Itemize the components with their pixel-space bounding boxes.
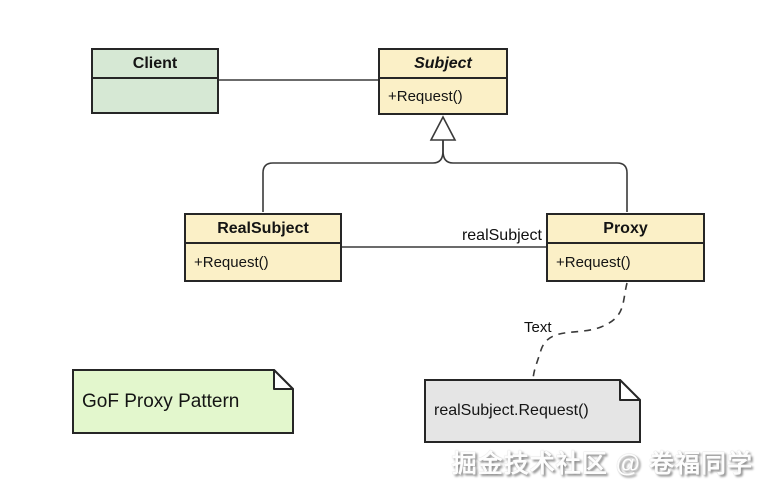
class-realsubject: RealSubject +Request() xyxy=(184,213,342,282)
class-proxy-method: +Request() xyxy=(556,253,631,271)
class-subject-title: Subject xyxy=(380,50,506,79)
note-shape-gray xyxy=(424,379,641,443)
class-realsubject-title: RealSubject xyxy=(186,215,340,244)
note-fold-gray-icon xyxy=(619,379,641,401)
class-realsubject-method: +Request() xyxy=(194,253,269,271)
class-client: Client xyxy=(91,48,219,114)
class-subject: Subject +Request() xyxy=(378,48,508,115)
note-realsubject-request: realSubject.Request() xyxy=(434,402,589,419)
association-label-realsubject: realSubject xyxy=(461,227,542,244)
class-client-body xyxy=(93,79,217,112)
edge-inheritance-realsubject xyxy=(262,140,444,212)
edge-proxy-note-dashed xyxy=(532,282,628,380)
watermark-text: 掘金技术社区 @ 卷福同学 xyxy=(451,450,753,478)
class-proxy: Proxy +Request() xyxy=(546,213,705,282)
note-gof-proxy-pattern: GoF Proxy Pattern xyxy=(82,390,240,412)
class-client-title: Client xyxy=(93,50,217,79)
class-proxy-title: Proxy xyxy=(548,215,703,244)
edge-inheritance-proxy xyxy=(442,140,628,212)
class-subject-method: +Request() xyxy=(388,87,463,105)
note-fold-green-icon xyxy=(273,369,294,390)
note-shape-green xyxy=(72,369,294,434)
note-link-label-text: Text xyxy=(524,319,552,336)
inheritance-arrowhead-icon xyxy=(429,115,457,141)
